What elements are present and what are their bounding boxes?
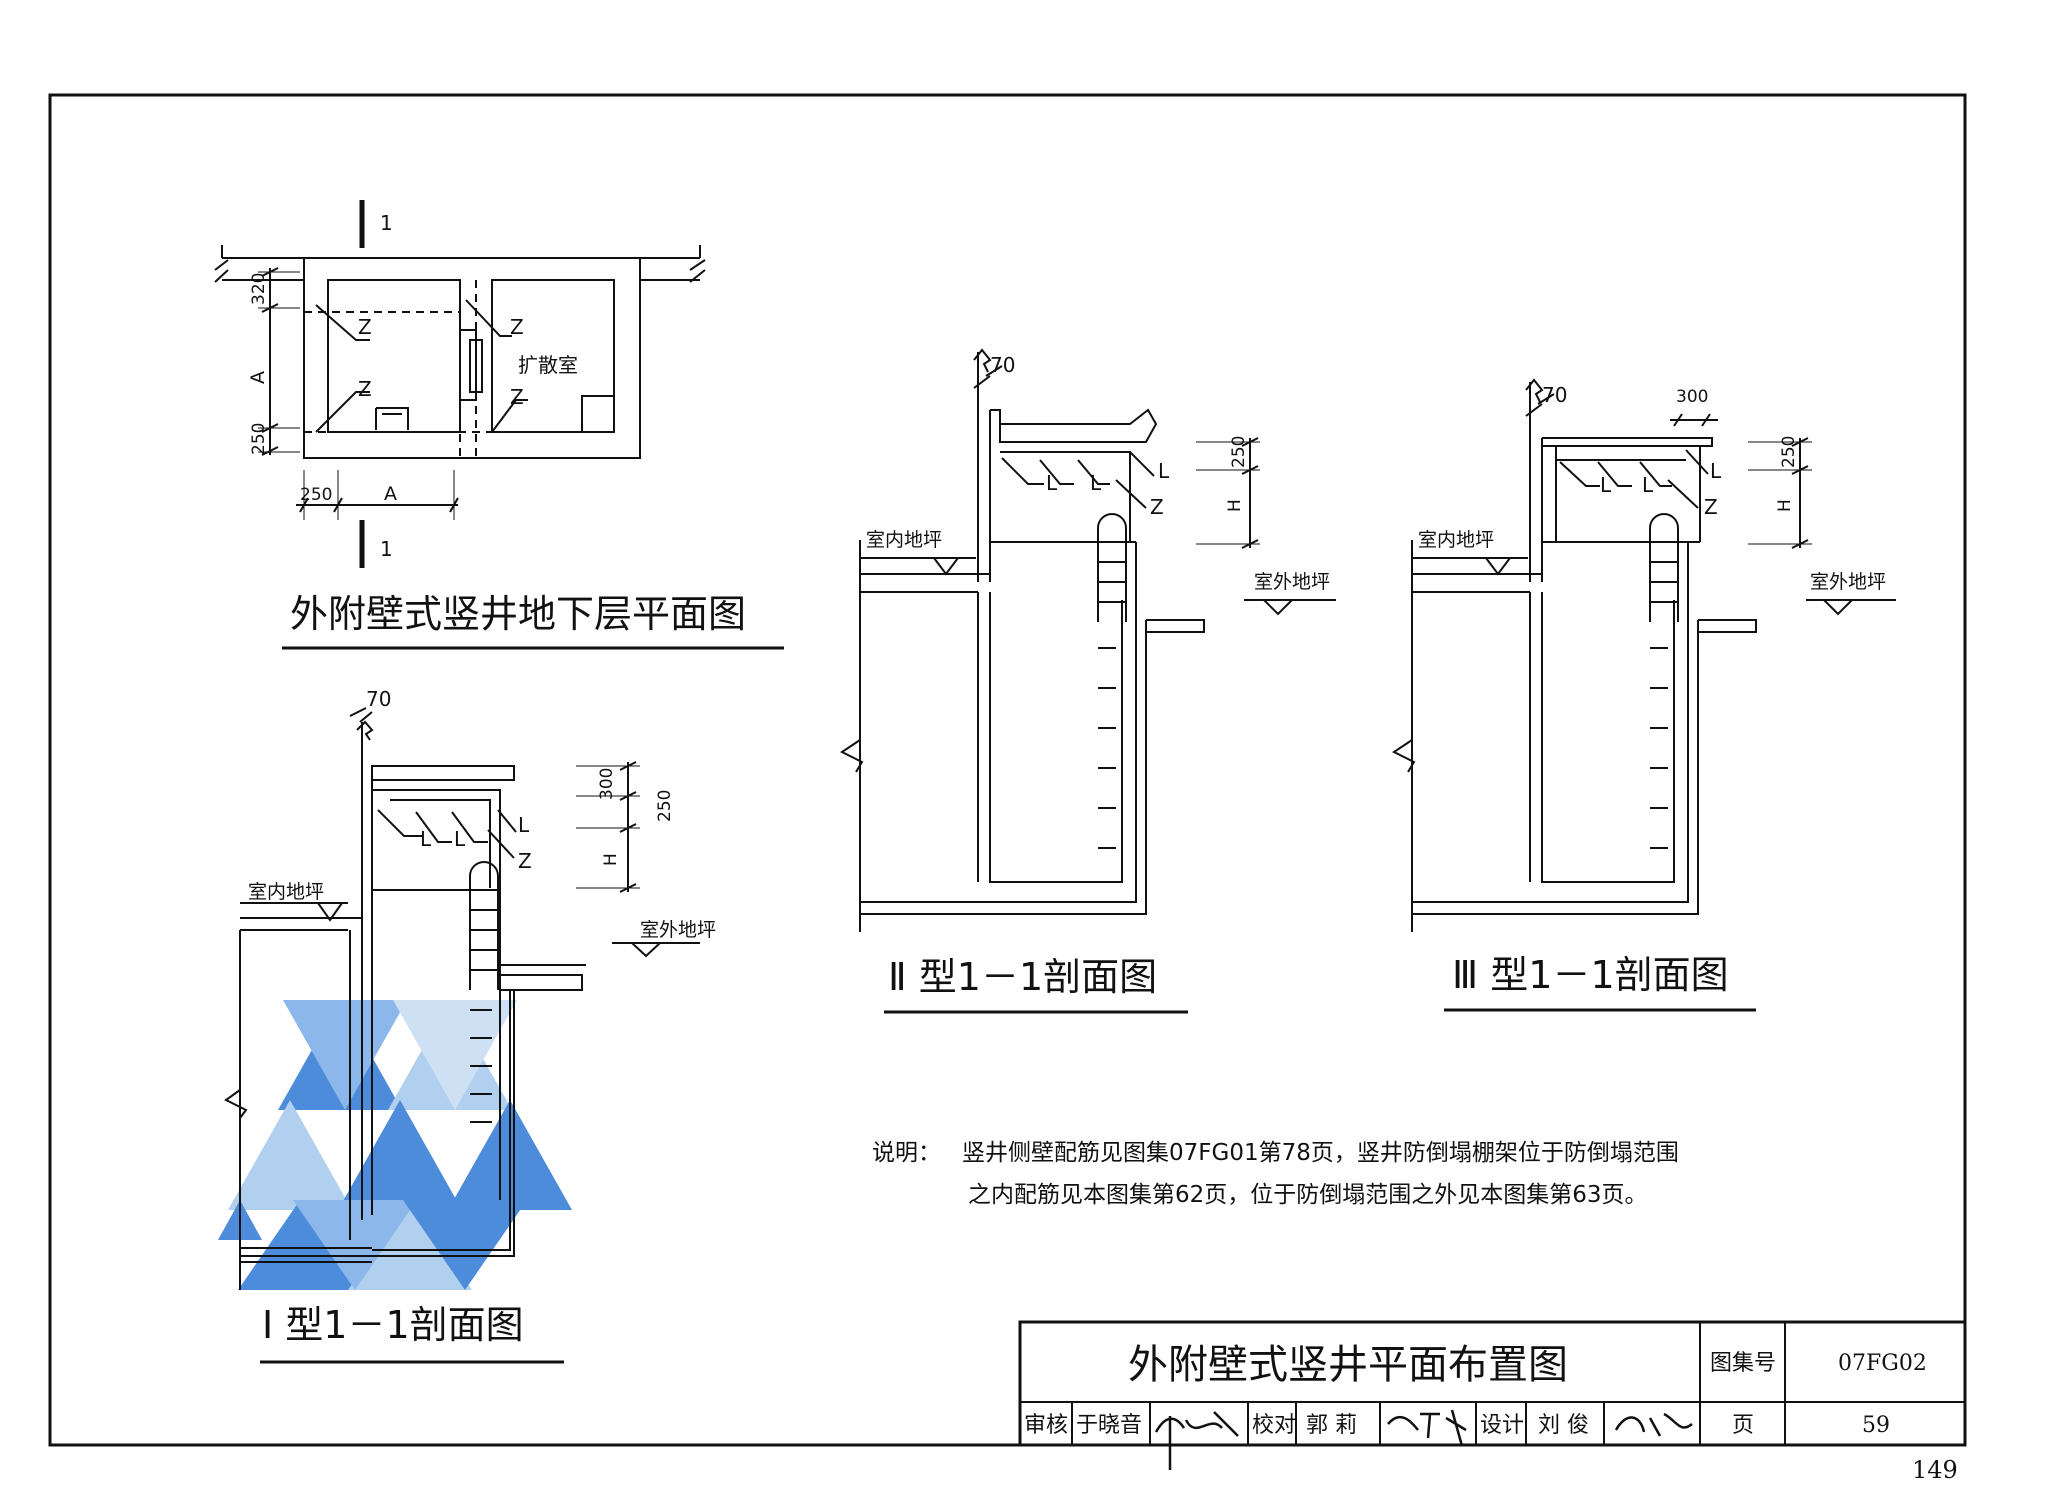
type1-rebar-l-1: L <box>420 827 432 851</box>
page-label: 页 <box>1732 1413 1754 1438</box>
reviewer-signature <box>1154 1411 1239 1470</box>
type3-dim-250: 250 <box>1779 436 1799 468</box>
plan-section-mark-bottom: 1 <box>380 537 393 561</box>
plan-dim-a-horizontal: A <box>384 483 397 505</box>
type2-dim-250: 250 <box>1229 436 1249 468</box>
type3-rebar-l-2: L <box>1642 473 1654 497</box>
type1-rebar-l-3: L <box>518 813 530 837</box>
type1-dim-h: H <box>601 853 621 866</box>
notes-line-2: 之内配筋见本图集第62页，位于防倒塌范围之外见本图集第63页。 <box>968 1182 1648 1208</box>
page-number: 59 <box>1862 1413 1890 1438</box>
plan-dim-a-vertical: A <box>247 371 269 384</box>
type1-outdoor-label: 室外地坪 <box>640 919 716 941</box>
type1-caption: Ⅰ 型1－1剖面图 <box>262 1303 524 1347</box>
plan-rebar-z-2: Z <box>358 377 372 401</box>
type3-rebar-l-1: L <box>1600 473 1612 497</box>
type3-outdoor-label: 室外地坪 <box>1810 571 1886 593</box>
atlas-number-label: 图集号 <box>1710 1351 1776 1376</box>
reviewer-name: 于晓音 <box>1076 1413 1142 1438</box>
type3-dim-70: 70 <box>1542 383 1567 407</box>
type1-dim-250: 250 <box>655 790 675 822</box>
checker-signature <box>1387 1409 1467 1447</box>
type1-dim-70: 70 <box>366 687 391 711</box>
type3-rebar-z: Z <box>1704 495 1718 519</box>
type3-indoor-label: 室内地坪 <box>1418 529 1494 551</box>
type1-rebar-l-2: L <box>454 827 466 851</box>
plan-rebar-z-3: Z <box>510 315 524 339</box>
plan-dim-250-horizontal: 250 <box>300 485 332 505</box>
designer-signature <box>1614 1412 1693 1437</box>
plan-rebar-z-1: Z <box>358 315 372 339</box>
plan-dim-320: 320 <box>249 273 269 305</box>
plan-rebar-z-4: Z <box>510 385 524 409</box>
type3-rebar-l-3: L <box>1710 459 1722 483</box>
design-label: 设计 <box>1480 1413 1524 1438</box>
type2-rebar-l-3: L <box>1158 459 1170 483</box>
section-type1 <box>224 707 700 1290</box>
type1-dim-300: 300 <box>597 768 617 800</box>
review-label: 审核 <box>1024 1413 1068 1438</box>
section-type2 <box>840 348 1336 932</box>
drawing-title: 外附壁式竖井平面布置图 <box>1128 1342 1568 1388</box>
type2-indoor-label: 室内地坪 <box>866 529 942 551</box>
sheet-border <box>48 93 1967 1447</box>
watermark-triangles <box>218 1000 572 1290</box>
type2-rebar-z: Z <box>1150 495 1164 519</box>
check-label: 校对 <box>1252 1413 1296 1438</box>
type1-indoor-label: 室内地坪 <box>248 881 324 903</box>
type2-outdoor-label: 室外地坪 <box>1254 571 1330 593</box>
notes-line-1: 竖井侧壁配筋见图集07FG01第78页，竖井防倒塌棚架位于防倒塌范围 <box>962 1140 1679 1166</box>
plan-dim-250-vertical: 250 <box>249 423 269 455</box>
sheet-number: 149 <box>1912 1456 1958 1484</box>
title-block <box>1018 1320 1967 1447</box>
type2-caption: Ⅱ 型1－1剖面图 <box>888 955 1157 999</box>
atlas-number: 07FG02 <box>1838 1351 1927 1376</box>
plan-view <box>214 200 706 568</box>
plan-room-label: 扩散室 <box>518 353 578 377</box>
section-type3 <box>1392 378 1896 932</box>
type1-rebar-z: Z <box>518 849 532 873</box>
type2-rebar-l-2: L <box>1090 471 1102 495</box>
plan-section-mark-top: 1 <box>380 211 393 235</box>
type2-rebar-l-1: L <box>1046 471 1058 495</box>
checker-name: 郭 莉 <box>1306 1413 1357 1438</box>
type2-dim-70: 70 <box>990 353 1015 377</box>
notes-prefix: 说明： <box>872 1140 941 1166</box>
designer-name: 刘 俊 <box>1538 1413 1589 1438</box>
plan-caption: 外附壁式竖井地下层平面图 <box>290 592 746 636</box>
type3-dim-300: 300 <box>1676 387 1708 407</box>
type3-dim-h: H <box>1775 499 1795 512</box>
type3-caption: Ⅲ 型1－1剖面图 <box>1452 953 1729 997</box>
type2-dim-h: H <box>1225 499 1245 512</box>
